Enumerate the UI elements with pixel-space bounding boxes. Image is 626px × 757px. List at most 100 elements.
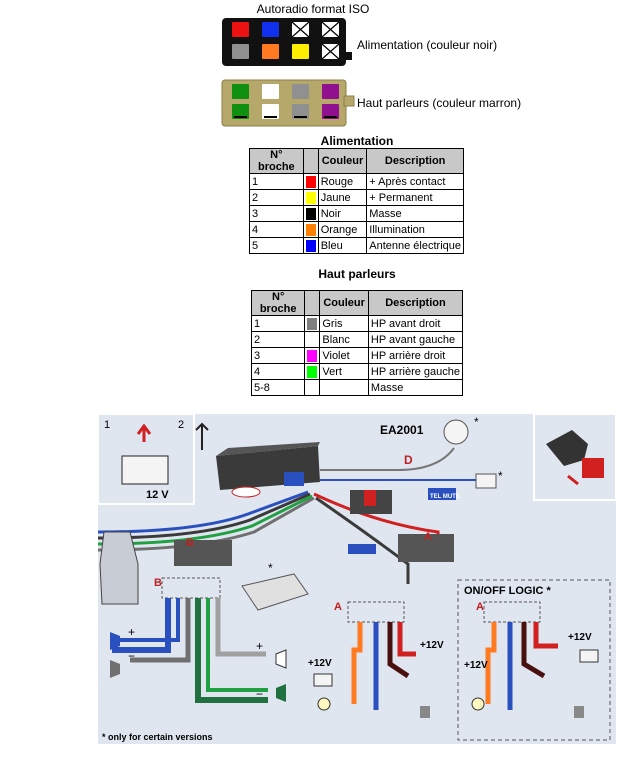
logic-voltage-1: +12V <box>568 632 592 643</box>
pin-description: HP avant droit <box>367 315 464 332</box>
detail-a-label: A <box>334 601 342 613</box>
color-name: Blanc <box>319 331 369 348</box>
pin-number: 1 <box>249 173 304 190</box>
connector-a <box>398 534 454 562</box>
power-connector-body <box>222 18 346 66</box>
pin-number: 5 <box>249 237 304 254</box>
swatch-fill <box>305 207 316 220</box>
color-swatch <box>302 173 319 190</box>
swatch-fill <box>305 175 316 188</box>
model-asterisk: * <box>474 415 479 429</box>
color-name: Noir <box>317 205 368 222</box>
swatch-fill <box>307 333 318 346</box>
swatch-fill <box>307 349 318 362</box>
speaker-bottom-pin-4 <box>322 104 339 119</box>
iso-adapter-card <box>241 573 309 611</box>
rear-left-speaker-icon <box>276 684 286 702</box>
plus-sign-1: + <box>128 625 135 639</box>
speaker-top-pin-4 <box>322 84 339 99</box>
speaker-bottom-pin-1 <box>232 104 249 119</box>
pin-description: Masse <box>367 379 464 396</box>
speaker-connector-label: Haut parleurs (couleur marron) <box>357 96 522 110</box>
power-connector <box>222 18 352 66</box>
header-description: Description <box>366 148 464 174</box>
lamp-icon <box>317 697 331 711</box>
pin-description: HP avant gauche <box>367 331 464 348</box>
fuse-icon <box>231 486 261 498</box>
car-icon <box>99 531 139 605</box>
plus-sign-2: + <box>256 639 263 653</box>
logic-lamp-icon <box>471 697 485 711</box>
power-bottom-pin-1 <box>232 44 249 59</box>
color-swatch <box>304 331 321 348</box>
speaker-top-pin-3 <box>292 84 309 99</box>
connector-d-label: D <box>404 453 413 467</box>
swatch-fill <box>305 191 316 204</box>
header-description: Description <box>367 290 464 316</box>
color-swatch <box>304 347 321 364</box>
antenna-motor-icon <box>420 706 430 718</box>
radio-connector <box>284 472 304 486</box>
color-swatch <box>302 205 319 222</box>
model-label: EA2001 <box>380 423 424 437</box>
pin-number: 4 <box>249 221 304 238</box>
color-swatch <box>302 237 319 254</box>
logic-voltage-2: +12V <box>464 660 488 671</box>
remote-sensor-icon <box>443 419 469 445</box>
power-top-pin-2 <box>262 22 279 37</box>
pin-number: 2 <box>249 189 304 206</box>
pin-description: Antenne électrique <box>366 237 464 254</box>
connector-b <box>174 540 232 566</box>
battery-icon <box>121 455 169 485</box>
pin-description: Masse <box>366 205 464 222</box>
plug-connector-icon <box>582 458 604 478</box>
power-bottom-pin-3 <box>292 44 309 59</box>
minus-sign-2: − <box>256 687 263 701</box>
header-swatch <box>302 148 319 174</box>
arrow-up-icon <box>136 423 152 442</box>
connector-a-label: A <box>424 531 432 543</box>
pin-number: 5-8 <box>250 379 306 396</box>
color-name: Violet <box>319 347 369 364</box>
speaker-bottom-pin-2 <box>262 104 279 119</box>
logic-antenna-motor-icon <box>574 706 584 718</box>
logic-title: ON/OFF LOGIC * <box>464 585 551 597</box>
color-name: Gris <box>319 315 369 332</box>
telephone-icon <box>475 473 497 489</box>
adapter-asterisk: * <box>268 561 273 575</box>
pin-number: 2 <box>250 331 306 348</box>
antenna-icon <box>195 422 209 450</box>
logic-panel <box>457 579 611 741</box>
swatch-fill <box>305 239 316 252</box>
speaker-connector <box>221 79 355 127</box>
panel-2-label: 2 <box>178 419 184 431</box>
pin-description: + Permanent <box>366 189 464 206</box>
header-pin: N° broche <box>249 148 304 174</box>
connector-b-label: B <box>186 537 194 549</box>
header-color: Couleur <box>317 148 368 174</box>
front-right-speaker-icon <box>110 632 120 650</box>
voltage-label-a1: +12V <box>420 640 444 651</box>
battery-voltage: 12 V <box>146 489 169 501</box>
phone-asterisk: * <box>498 469 503 483</box>
color-swatch <box>302 221 319 238</box>
header-swatch <box>304 290 321 316</box>
speaker-bottom-pin-3 <box>292 104 309 119</box>
detail-a-connector <box>347 601 405 623</box>
footnote: * only for certain versions <box>102 732 213 742</box>
speaker-top-pin-1 <box>232 84 249 99</box>
table-row: 5-8 Masse <box>250 379 464 396</box>
color-name: Vert <box>319 363 369 380</box>
panel-1-label: 1 <box>104 419 110 431</box>
battery-small-icon <box>313 673 333 687</box>
power-top-pin-1 <box>232 22 249 37</box>
swatch-fill <box>307 317 318 330</box>
plug-icon <box>546 430 588 466</box>
minus-sign-1: − <box>128 649 135 663</box>
color-swatch <box>304 315 321 332</box>
